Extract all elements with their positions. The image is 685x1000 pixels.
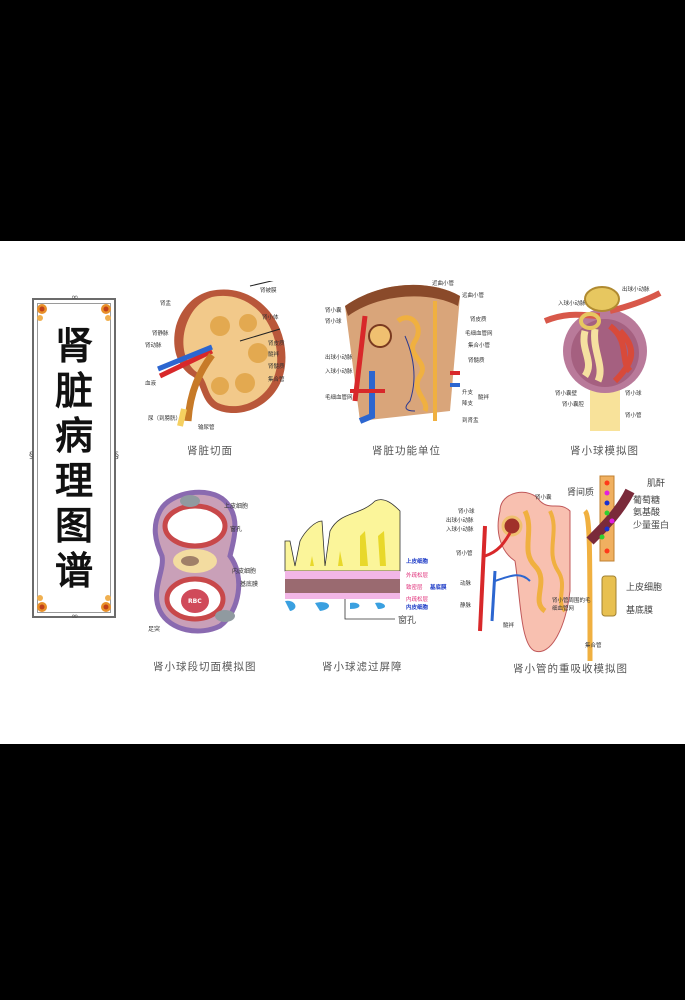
label: 集合小管: [468, 343, 491, 349]
knot-icon: ∞: [71, 293, 79, 303]
ornament-icon: [101, 304, 111, 321]
title-scroll: ∞ ∞ § § 肾 脏 病 理 图 谱: [29, 294, 119, 622]
label: 肾小管周围的毛细血管网: [552, 598, 591, 612]
panel-tubule-reabsorption: 肾小球 出球小动脉 入球小动脉 肾小囊 肾小管 动脉 静脉 髓袢 肾小管周围的毛…: [440, 471, 685, 686]
caption-tubule-reabsorption: 肾小管的重吸收模拟图: [513, 663, 628, 675]
label: 葡萄糖: [633, 496, 661, 506]
caption-filtration-barrier: 肾小球滤过屏障: [322, 661, 403, 673]
label: 足突: [148, 626, 161, 633]
title-char: 病: [54, 414, 93, 458]
label: 肾小球: [325, 319, 342, 325]
label: 到肾盂: [462, 418, 479, 424]
title-char: 肾: [54, 324, 93, 368]
filtration-barrier-illustration: [284, 499, 401, 620]
label: 肾盂: [160, 301, 172, 307]
glomerulus-model-illustration: [543, 286, 662, 431]
label: 血液: [145, 381, 157, 387]
atlas-sheet: ∞ ∞ § § 肾 脏 病 理 图 谱 肾盂 肾静脉 肾动脉 血液: [0, 241, 685, 744]
label: 近曲小管: [432, 281, 455, 287]
label: 窗孔: [398, 616, 417, 626]
label: 肌酐: [647, 479, 666, 489]
title-char: 理: [54, 459, 93, 503]
label: 肾小囊: [535, 495, 552, 501]
label: 肾小球: [458, 509, 475, 515]
label: 输尿管: [198, 425, 215, 431]
label: 肾小管: [456, 551, 473, 557]
label: 肾小管: [625, 413, 642, 419]
label: 集合管: [268, 377, 285, 383]
label: 外疏松层: [406, 573, 429, 579]
label-rbc: RBC: [188, 598, 202, 605]
label: 静脉: [460, 603, 472, 609]
label: 肾皮质: [470, 317, 487, 323]
label: 肾髓质: [468, 358, 485, 364]
panel-filtration-barrier: 上皮细胞 外疏松层 致密层 内疏松层 基底膜 内皮细胞 窗孔 肾小球滤过屏障: [280, 491, 450, 681]
label: 毛细血管网: [325, 395, 353, 401]
knot-icon: ∞: [71, 612, 79, 622]
label: 上皮细胞: [406, 559, 429, 565]
label: 基底膜: [626, 606, 654, 616]
label: 肾动脉: [145, 343, 162, 349]
panel-kidney-section: 肾盂 肾静脉 肾动脉 血液 尿（到膀胱） 输尿管 肾被膜 肾小体 肾皮质 髓袢 …: [140, 278, 300, 461]
label: 肾髓质: [268, 364, 285, 370]
label: 远曲小管: [462, 293, 485, 299]
label: 基底膜: [430, 585, 447, 591]
panel-glomerulus-model: 入球小动脉 出球小动脉 肾小囊壁 肾小囊腔 肾小球 肾小管 肾小球模拟图: [530, 271, 685, 461]
label: 入球小动脉: [325, 369, 353, 375]
label: 少量蛋白: [633, 521, 670, 531]
nephron-unit-illustration: [345, 284, 460, 424]
page-title: 肾 脏 病 理 图 谱: [34, 324, 114, 594]
knot-icon: §: [29, 451, 34, 461]
ornament-icon: [101, 595, 111, 612]
label: 入球小动脉: [558, 301, 586, 307]
label: 肾小囊壁: [555, 391, 578, 397]
label: 窗孔: [230, 526, 243, 533]
caption-glomerulus-cross-section: 肾小球段切面模拟图: [153, 661, 257, 673]
label: 出球小动脉: [325, 355, 353, 361]
title-char: 谱: [54, 549, 93, 593]
label: 肾被膜: [260, 288, 277, 294]
label: 出球小动脉: [446, 518, 474, 524]
ornament-icon: [37, 304, 47, 321]
label: 上皮细胞: [626, 583, 663, 593]
label: 内皮细胞: [232, 568, 257, 575]
label: 降支: [462, 401, 474, 407]
label: 肾皮质: [268, 341, 285, 347]
label: 动脉: [460, 581, 472, 587]
tubule-reabsorption-illustration: [478, 475, 635, 662]
label: 出球小动脉: [622, 287, 650, 293]
label: 升支: [462, 390, 474, 396]
label: 髓袢: [478, 395, 490, 401]
label: 基底膜: [240, 581, 259, 588]
label: 尿（到膀胱）: [148, 416, 182, 422]
caption-nephron-unit: 肾脏功能单位: [372, 445, 441, 457]
label: 髓袢: [268, 352, 280, 358]
label: 肾静脉: [152, 331, 169, 337]
label: 内皮细胞: [406, 605, 429, 611]
label: 肾小球: [625, 391, 642, 397]
label: 集合管: [585, 643, 602, 649]
knot-icon: §: [114, 451, 120, 461]
ornament-icon: [37, 595, 47, 612]
label: 肾间质: [567, 488, 595, 498]
label: 内疏松层: [406, 597, 429, 603]
label: 毛细血管网: [465, 331, 493, 337]
label: 致密层: [406, 585, 423, 591]
caption-kidney-section: 肾脏切面: [187, 445, 233, 457]
label: 髓袢: [503, 623, 515, 629]
title-char: 脏: [54, 369, 93, 413]
label: 上皮细胞: [224, 503, 249, 510]
glomerulus-cross-section-illustration: [152, 489, 242, 634]
panel-glomerulus-cross-section: 上皮细胞 窗孔 内皮细胞 基底膜 RBC 足突 肾小球段切面模拟图: [140, 481, 280, 681]
label: 入球小动脉: [446, 527, 474, 533]
title-char: 图: [54, 504, 93, 548]
caption-glomerulus-model: 肾小球模拟图: [570, 445, 639, 457]
label: 肾小囊: [325, 308, 342, 314]
label: 肾小体: [262, 315, 279, 321]
panel-nephron-unit: 肾小囊 肾小球 出球小动脉 入球小动脉 毛细血管网 近曲小管 远曲小管 肾皮质 …: [310, 271, 493, 461]
label: 氨基酸: [633, 508, 661, 518]
label: 肾小囊腔: [562, 402, 585, 408]
